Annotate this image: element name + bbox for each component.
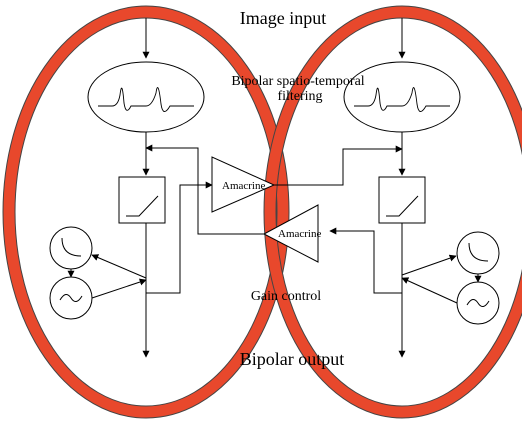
bipolar-filtering-label-line2: filtering [277,89,322,104]
gain-control-label: Gain control [251,289,321,304]
left-ellipse [2,5,290,419]
bipolar-filtering-label-line1: Bipolar spatio-temporal [231,74,364,89]
bipolar-output-label: Bipolar output [240,349,345,369]
image-input-label: Image input [240,8,326,28]
right-pathway [274,18,500,358]
amacrine-top-label: Amacrine [222,180,265,192]
amacrine-bottom: Amacrine [262,204,321,263]
amacrine-top: Amacrine [211,156,276,213]
amacrine-bottom-label: Amacrine [278,228,321,240]
left-pathway [49,18,264,358]
